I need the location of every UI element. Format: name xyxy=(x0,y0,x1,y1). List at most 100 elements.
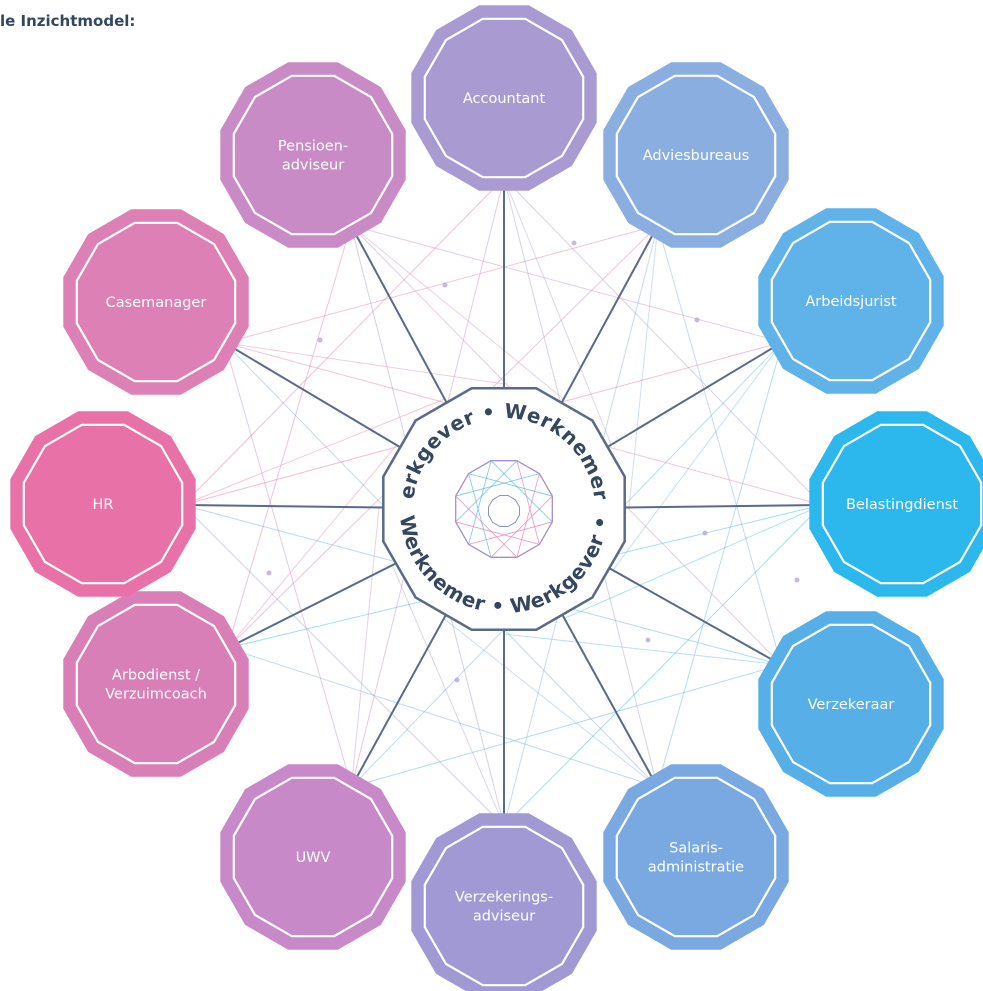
mini-hub-line xyxy=(516,460,540,545)
node-salarisadministratie-shape xyxy=(603,764,789,950)
mini-hub-line xyxy=(468,473,553,497)
node-pensioenadviseur-label: Pensioen- xyxy=(278,139,348,155)
network-line xyxy=(656,341,783,788)
network-line xyxy=(227,444,397,649)
network-lines xyxy=(182,177,823,827)
node-accountant-shape xyxy=(411,5,597,191)
center-hub-shape xyxy=(382,387,626,631)
node-verzekeringsadviseur-label: Verzekerings- xyxy=(455,890,553,906)
node-verzekeringsadviseur-label: adviseur xyxy=(473,909,535,925)
network-line xyxy=(503,504,823,827)
node-arbeidsjurist: Arbeidsjurist xyxy=(758,208,944,394)
network-line xyxy=(350,224,783,343)
mini-hub-line xyxy=(490,460,553,523)
node-hr: HR xyxy=(10,411,196,597)
mini-hub-line xyxy=(468,460,492,545)
mini-hub-line xyxy=(455,460,518,523)
network-line xyxy=(503,177,823,506)
network-node-dot xyxy=(266,570,272,576)
node-verzekeraar: Verzekeraar xyxy=(758,611,944,797)
node-belastingdienst: Belastingdienst xyxy=(809,411,983,597)
mini-hub-line xyxy=(455,521,540,545)
node-casemanager-inner-ring xyxy=(75,221,237,383)
node-verzekeringsadviseur-shape xyxy=(411,813,597,991)
node-belastingdienst-label: Belastingdienst xyxy=(846,497,958,513)
node-arbodienst-label: Verzuimcoach xyxy=(105,687,207,703)
network-line xyxy=(182,504,505,827)
node-pensioenadviseur-label: adviseur xyxy=(282,158,344,174)
network-node-dot xyxy=(442,282,448,288)
node-verzekeringsadviseur-inner-ring xyxy=(423,825,585,987)
node-adviesbureaus-label: Adviesbureaus xyxy=(643,148,750,164)
mini-hub-line xyxy=(468,473,492,558)
node-uwv-inner-ring xyxy=(232,776,394,938)
node-adviesbureaus: Adviesbureaus xyxy=(603,62,789,248)
network-node-dot xyxy=(794,577,800,583)
network-line xyxy=(503,177,612,445)
node-belastingdienst-inner-ring xyxy=(821,423,983,585)
mini-hub-line xyxy=(455,495,518,558)
node-uwv: UWV xyxy=(220,764,406,950)
node-uwv-label: UWV xyxy=(296,850,331,866)
network-node-dot xyxy=(645,637,651,643)
node-accountant: Accountant xyxy=(411,5,597,191)
node-accountant-label: Accountant xyxy=(463,91,546,107)
network-line xyxy=(628,225,659,508)
network-line xyxy=(182,177,505,506)
node-adviesbureaus-shape xyxy=(603,62,789,248)
node-verzekeraar-shape xyxy=(758,611,944,797)
network-line xyxy=(350,507,380,787)
network-line xyxy=(224,224,658,344)
network-line xyxy=(503,633,782,666)
node-salarisadministratie-label: Salaris- xyxy=(669,841,723,857)
network-node-dot xyxy=(571,240,577,246)
network-line xyxy=(226,225,352,649)
node-arbodienst: Arbodienst / Verzuimcoach xyxy=(63,591,249,777)
mini-hub-line xyxy=(490,495,553,558)
network-node-dot xyxy=(317,337,323,343)
network-line xyxy=(182,398,445,506)
network-line xyxy=(443,618,658,788)
node-hr-inner-ring xyxy=(22,423,184,585)
mini-hub-line xyxy=(468,521,553,545)
network-line xyxy=(351,664,782,788)
node-pensioenadviseur-shape xyxy=(220,62,406,248)
network-node-dot xyxy=(702,530,708,536)
node-verzekeraar-inner-ring xyxy=(770,623,932,785)
node-casemanager-shape xyxy=(63,209,249,395)
node-adviesbureaus-inner-ring xyxy=(615,74,777,236)
node-hr-shape xyxy=(10,411,196,597)
nodes-group: AccountantAdviesbureausArbeidsjuristBela… xyxy=(10,5,983,991)
node-arbodienst-inner-ring xyxy=(75,603,237,765)
node-casemanager-label: Casemanager xyxy=(106,295,207,311)
network-line xyxy=(227,647,658,788)
node-arbodienst-label: Arbodienst / xyxy=(112,668,200,684)
node-pensioenadviseur-inner-ring xyxy=(232,74,394,236)
node-arbodienst-shape xyxy=(63,591,249,777)
network-line xyxy=(564,504,823,619)
node-salarisadministratie-inner-ring xyxy=(615,776,777,938)
node-salarisadministratie: Salaris-administratie xyxy=(603,764,789,950)
node-casemanager: Casemanager xyxy=(63,209,249,395)
node-pensioenadviseur: Pensioen-adviseur xyxy=(220,62,406,248)
network-line xyxy=(224,342,352,788)
node-arbeidsjurist-shape xyxy=(758,208,944,394)
node-verzekeringsadviseur: Verzekerings-adviseur xyxy=(411,813,597,991)
node-arbeidsjurist-inner-ring xyxy=(770,220,932,382)
network-line xyxy=(657,225,782,665)
center-logo-mark xyxy=(455,460,553,558)
node-salarisadministratie-label: administratie xyxy=(648,860,744,876)
network-line xyxy=(612,341,783,571)
node-accountant-inner-ring xyxy=(423,17,585,179)
node-hr-label: HR xyxy=(93,497,114,513)
node-arbeidsjurist-label: Arbeidsjurist xyxy=(805,294,897,310)
mini-hub-line xyxy=(455,473,540,497)
node-uwv-shape xyxy=(220,764,406,950)
network-line xyxy=(391,564,505,827)
page-title: le Inzichtmodel: xyxy=(0,12,136,30)
network-line xyxy=(350,225,564,400)
network-node-dot xyxy=(694,317,700,323)
mini-hub-line xyxy=(516,473,540,558)
network-node-dot xyxy=(454,677,460,683)
